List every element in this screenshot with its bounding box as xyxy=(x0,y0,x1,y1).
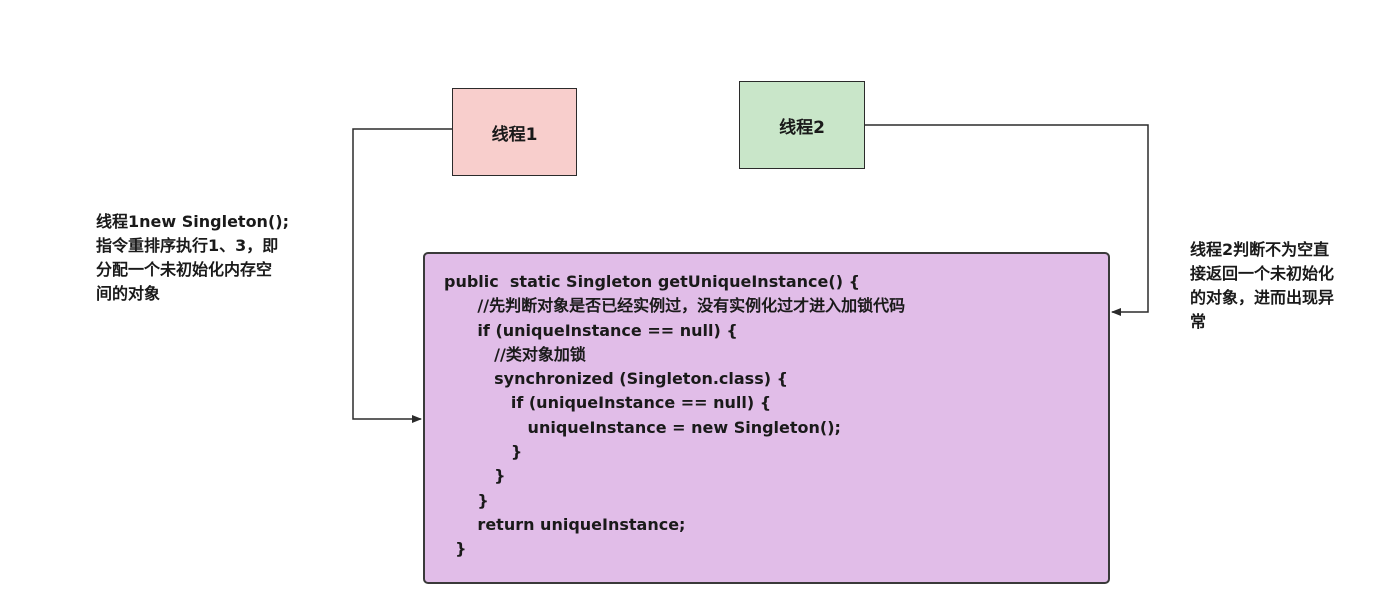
code-line: public static Singleton getUniqueInstanc… xyxy=(444,272,860,291)
thread1-connector xyxy=(352,128,452,423)
annotation-line: 线程1new Singleton(); xyxy=(96,212,289,231)
annotation-line: 常 xyxy=(1190,312,1207,331)
code-line: synchronized (Singleton.class) { xyxy=(444,369,788,389)
thread2-connector xyxy=(865,124,1149,316)
thread2-label: 线程2 xyxy=(779,117,825,138)
code-line: if (uniqueInstance == null) { xyxy=(444,393,772,413)
thread1-label: 线程1 xyxy=(491,124,538,145)
code-line: } xyxy=(444,466,506,486)
code-line: //先判断对象是否已经实例过，没有实例化过才进入加锁代码 xyxy=(444,296,906,316)
annotation-line: 接返回一个未初始化 xyxy=(1190,264,1335,283)
annotation-line: 分配一个未初始化内存空 xyxy=(96,260,273,279)
annotation-line: 间的对象 xyxy=(96,284,161,303)
code-line: } xyxy=(444,490,489,510)
code-line: //类对象加锁 xyxy=(444,344,586,364)
thread2-box: 线程2 xyxy=(739,81,865,169)
annotation-line: 指令重排序执行1、3，即 xyxy=(96,236,279,255)
thread1-annotation: 线程1new Singleton(); 指令重排序执行1、3，即 分配一个未初始… xyxy=(96,210,289,306)
thread2-annotation: 线程2判断不为空直 接返回一个未初始化 的对象，进而出现异 常 xyxy=(1190,238,1334,334)
code-block: public static Singleton getUniqueInstanc… xyxy=(423,252,1110,584)
code-line: if (uniqueInstance == null) { xyxy=(444,320,738,340)
annotation-line: 的对象，进而出现异 xyxy=(1190,288,1335,307)
thread1-box: 线程1 xyxy=(452,88,577,176)
code-line: } xyxy=(444,539,467,559)
code-line: uniqueInstance = new Singleton(); xyxy=(444,417,841,437)
code-line: return uniqueInstance; xyxy=(444,514,686,534)
annotation-line: 线程2判断不为空直 xyxy=(1190,240,1330,259)
code-line: } xyxy=(444,442,523,462)
